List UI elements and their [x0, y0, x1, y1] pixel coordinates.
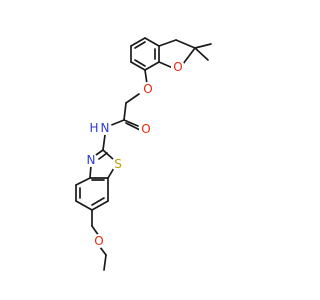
- bond: [89, 164, 92, 179]
- bond: [107, 167, 115, 179]
- atom-h-amide: H: [88, 121, 100, 135]
- atom-label-o: O: [141, 122, 150, 136]
- bond: [95, 149, 104, 156]
- bond: [182, 47, 196, 65]
- atom-o-carbonyl: O: [139, 122, 153, 136]
- bond: [103, 254, 107, 271]
- bond: [158, 61, 174, 69]
- atom-label-layer: O O O N H N S O: [84, 60, 185, 248]
- bond-double-inner: [134, 59, 146, 67]
- bond: [75, 177, 91, 186]
- bond: [130, 37, 146, 47]
- bond: [102, 134, 106, 151]
- atom-o-ring: O: [171, 60, 185, 74]
- bond: [125, 122, 141, 131]
- bond: [175, 39, 196, 49]
- molecule-diagram: O O O N H N S O: [75, 37, 212, 271]
- bond: [125, 93, 140, 104]
- bond: [123, 102, 127, 121]
- bond: [91, 200, 109, 211]
- bond: [99, 246, 107, 256]
- atom-label-o: O: [94, 234, 103, 248]
- atom-o-ethoxy: O: [92, 234, 106, 248]
- bond: [98, 152, 108, 160]
- bond-double-inner: [91, 197, 105, 206]
- bond: [194, 47, 209, 61]
- atom-label-n: N: [87, 153, 96, 167]
- bond-double-inner: [134, 41, 146, 49]
- atom-n-thiazole: N: [84, 153, 98, 167]
- bond: [144, 69, 148, 85]
- atom-label-h: H: [89, 121, 98, 135]
- bond: [123, 119, 139, 127]
- bond: [194, 43, 212, 49]
- bond: [102, 149, 115, 161]
- bond: [108, 119, 125, 127]
- bond: [144, 61, 160, 71]
- bond: [130, 61, 146, 71]
- atom-n-amide: N: [98, 121, 112, 135]
- atom-label-s: S: [114, 157, 122, 171]
- bond: [144, 37, 160, 47]
- atom-o-ether: O: [141, 82, 155, 96]
- atom-label-o: O: [143, 82, 152, 96]
- atom-s-thiazole: S: [111, 157, 125, 171]
- bond: [75, 200, 93, 211]
- bond: [158, 39, 177, 47]
- atom-label-o: O: [173, 60, 182, 74]
- atom-label-n: N: [101, 121, 110, 135]
